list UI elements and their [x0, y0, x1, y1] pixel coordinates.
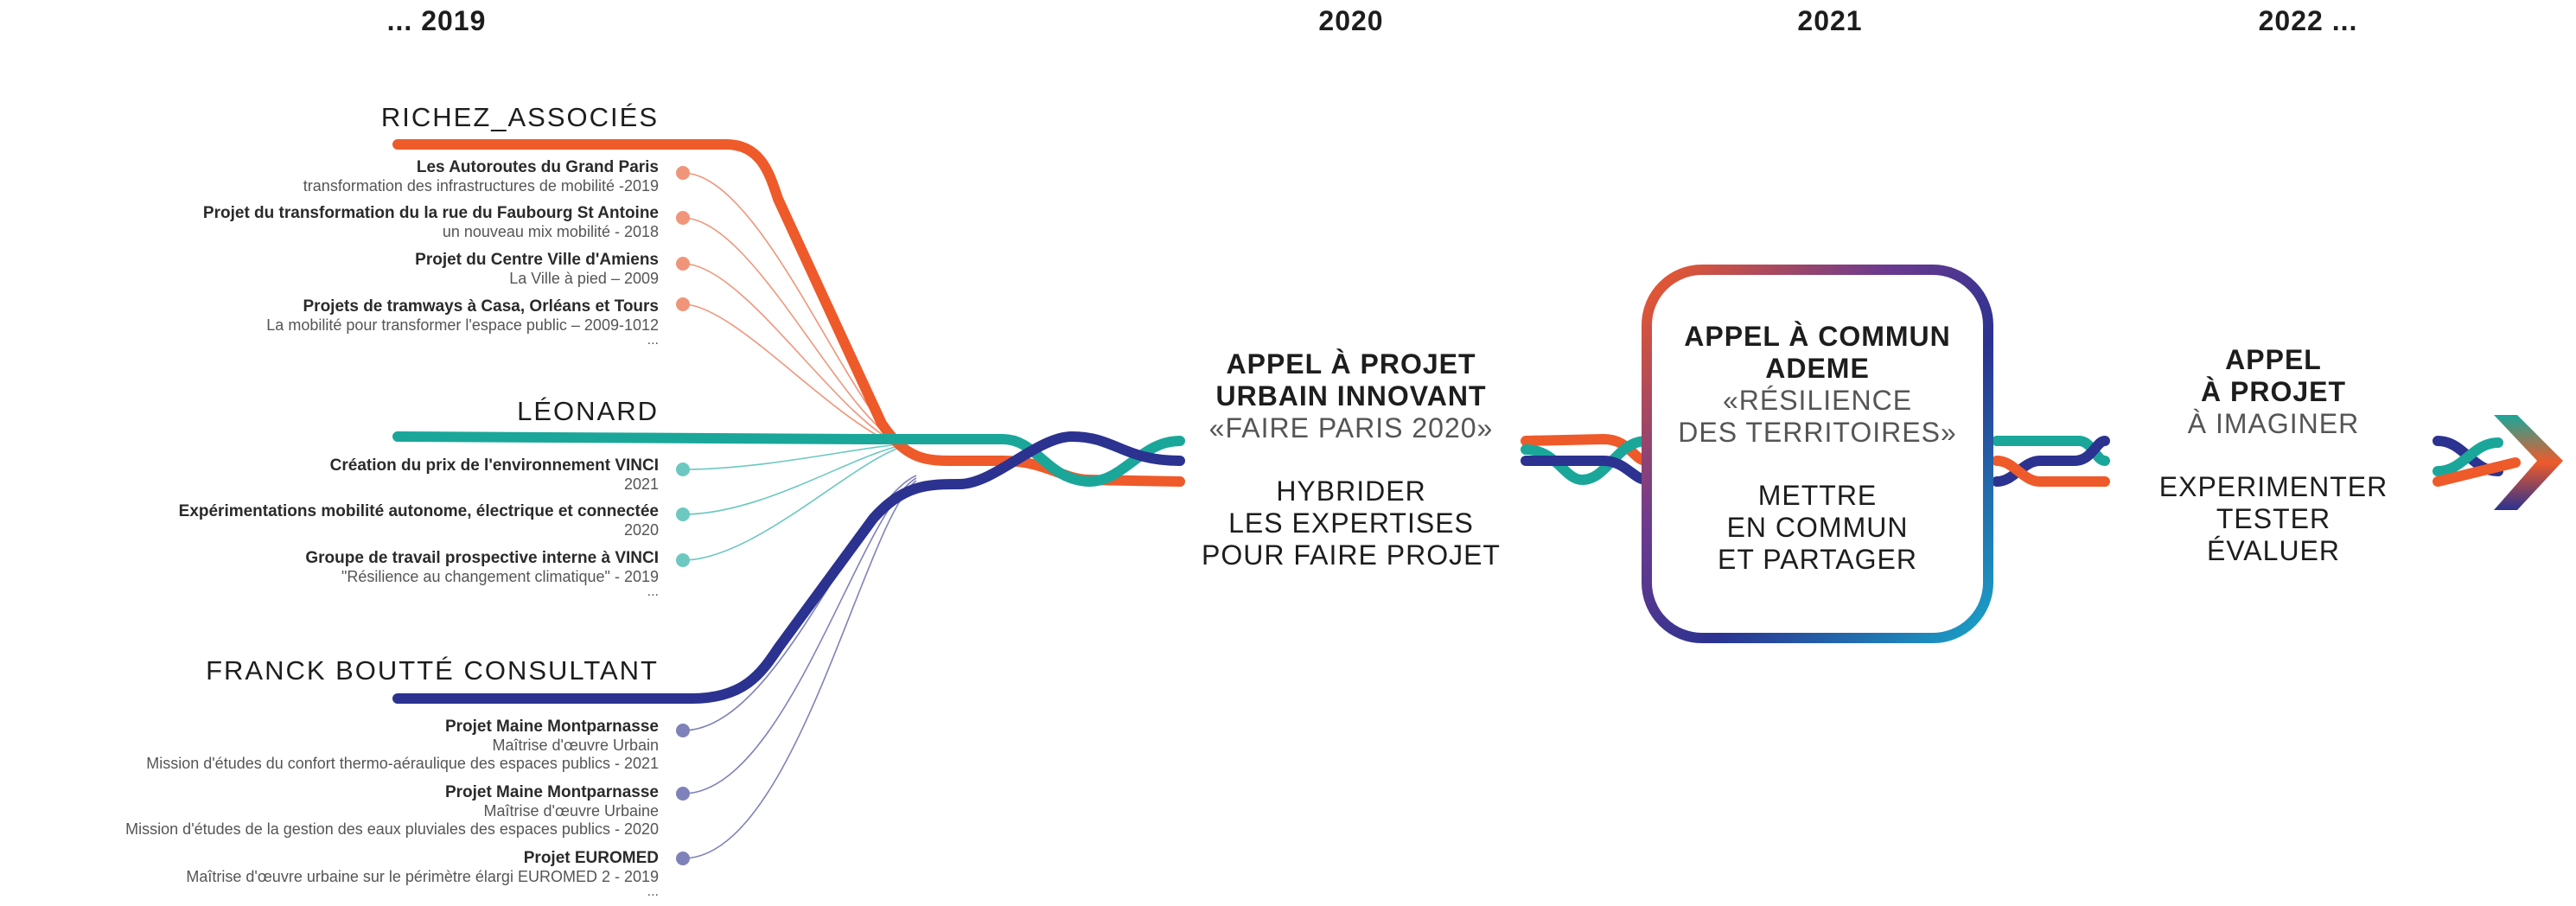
- year-label: 2021: [1797, 5, 1863, 36]
- project-title: Les Autoroutes du Grand Paris: [416, 158, 659, 176]
- stage-action: EXPERIMENTER: [2158, 471, 2388, 502]
- project-dots: [676, 166, 690, 865]
- project-entry: Projet du transformation du la rue du Fa…: [203, 204, 659, 241]
- project-subtitle: un nouveau mix mobilité - 2018: [442, 223, 659, 240]
- project-dot: [676, 553, 690, 567]
- stage-action: EN COMMUN: [1726, 512, 1909, 543]
- navy-line: [1992, 436, 2110, 487]
- project-dot: [676, 507, 690, 521]
- project-entry: Les Autoroutes du Grand Paris transforma…: [303, 158, 659, 195]
- project-title: Projet du transformation du la rue du Fa…: [202, 204, 659, 222]
- project-dot: [676, 787, 690, 801]
- stage-2021: APPEL À COMMUN ADEME «RÉSILIENCE DES TER…: [1647, 321, 1988, 576]
- project-dot: [676, 257, 690, 271]
- stage-subtitle: «FAIRE PARIS 2020»: [1208, 412, 1494, 443]
- ellipsis: ...: [647, 584, 659, 599]
- project-dot: [676, 463, 690, 476]
- project-dot: [676, 166, 690, 180]
- project-dot: [676, 297, 690, 311]
- project-entry: Création du prix de l'environnement VINC…: [330, 456, 659, 494]
- project-entry: Projets de tramways à Casa, Orléans et T…: [266, 297, 660, 348]
- project-title: Projet EUROMED: [523, 849, 659, 867]
- teal-line: [2433, 437, 2503, 476]
- stage-action: METTRE: [1757, 480, 1878, 511]
- project-subtitle: 2021: [623, 475, 659, 493]
- ellipsis: ...: [647, 333, 659, 348]
- project-subtitle: La mobilité pour transformer l'espace pu…: [266, 316, 659, 334]
- orange-line: [1992, 456, 2110, 487]
- stage-title: APPEL: [2225, 344, 2322, 375]
- project-dot: [676, 211, 690, 225]
- year-label: ... 2019: [386, 5, 487, 36]
- project-dot: [676, 852, 690, 865]
- project-subtitle: Maîtrise d'œuvre Urbaine: [483, 802, 660, 820]
- stage-subtitle: À IMAGINER: [2187, 408, 2360, 439]
- project-title: Création du prix de l'environnement VINC…: [329, 456, 659, 475]
- project-title: Projet Maine Montparnasse: [444, 718, 659, 736]
- connector-line: [682, 480, 917, 859]
- project-entry: Expérimentations mobilité autonome, élec…: [179, 502, 659, 539]
- connector-line: [682, 443, 900, 470]
- project-subtitle: transformation des infrastructures de mo…: [303, 177, 659, 195]
- project-title: Expérimentations mobilité autonome, élec…: [178, 502, 659, 520]
- stage-subtitle: DES TERRITOIRES»: [1678, 417, 1957, 448]
- project-entry: Groupe de travail prospective interne à …: [305, 549, 659, 599]
- project-subtitle: Maîtrise d'œuvre Urbain: [492, 737, 660, 754]
- arrow-icon: [2494, 415, 2563, 510]
- project-subtitle: 2020: [623, 521, 659, 539]
- stage-title: APPEL À PROJET: [1226, 348, 1476, 380]
- stage-action: ÉVALUER: [2206, 535, 2340, 566]
- project-dot: [676, 724, 690, 737]
- connector-line: [682, 263, 900, 445]
- stage-2020: APPEL À PROJET URBAIN INNOVANT «FAIRE PA…: [1178, 348, 1524, 571]
- project-entry: Projet EUROMED Maîtrise d'œuvre urbaine …: [186, 849, 659, 899]
- project-subtitle: Mission d'études du confort thermo-aérau…: [146, 755, 659, 772]
- org-title: LÉONARD: [517, 396, 659, 426]
- stage-action: POUR FAIRE PROJET: [1202, 539, 1501, 571]
- stage-title: ADEME: [1765, 353, 1870, 384]
- stage-2022: APPEL À PROJET À IMAGINER EXPERIMENTER T…: [2114, 344, 2433, 567]
- project-entry: Projet Maine Montparnasse Maîtrise d'œuv…: [125, 783, 659, 839]
- project-title: Projet du Centre Ville d'Amiens: [415, 251, 659, 269]
- ellipsis: ...: [647, 884, 659, 899]
- ademe-box: [1642, 265, 1993, 643]
- stage-title: URBAIN INNOVANT: [1215, 380, 1487, 412]
- org-title: RICHEZ_ASSOCIÉS: [380, 102, 659, 132]
- stage-action: ET PARTAGER: [1718, 544, 1917, 575]
- stage-action: HYBRIDER: [1276, 475, 1426, 507]
- project-subtitle: Maîtrise d'œuvre urbaine sur le périmètr…: [186, 868, 659, 885]
- stage-action: TESTER: [2216, 503, 2331, 534]
- connector-line: [682, 303, 900, 447]
- org-title: FRANCK BOUTTÉ CONSULTANT: [206, 655, 659, 686]
- project-subtitle: "Résilience au changement climatique" - …: [341, 568, 659, 585]
- connector-line: [682, 445, 900, 515]
- project-title: Projet Maine Montparnasse: [444, 783, 659, 801]
- stage-action: LES EXPERTISES: [1228, 507, 1474, 539]
- navy-line: [392, 431, 1185, 704]
- stage-title: À PROJET: [2200, 376, 2347, 407]
- orange-line: [2433, 457, 2521, 487]
- project-subtitle: Mission d'études de la gestion des eaux …: [125, 820, 659, 838]
- stage-subtitle: «RÉSILIENCE: [1722, 385, 1913, 416]
- connector-line: [682, 217, 900, 443]
- project-title: Projets de tramways à Casa, Orléans et T…: [303, 297, 660, 316]
- project-title: Groupe de travail prospective interne à …: [305, 549, 659, 567]
- stage-title: APPEL À COMMUN: [1684, 321, 1951, 352]
- teal-line: [392, 431, 1185, 488]
- project-entry: Projet du Centre Ville d'Amiens La Ville…: [415, 251, 659, 288]
- project-subtitle: La Ville à pied – 2009: [509, 270, 659, 287]
- year-label: 2022 ...: [2258, 5, 2358, 36]
- year-label: 2020: [1318, 5, 1384, 36]
- connector-line: [682, 477, 917, 794]
- connector-line: [682, 447, 900, 561]
- project-entry: Projet Maine Montparnasse Maîtrise d'œuv…: [146, 718, 659, 773]
